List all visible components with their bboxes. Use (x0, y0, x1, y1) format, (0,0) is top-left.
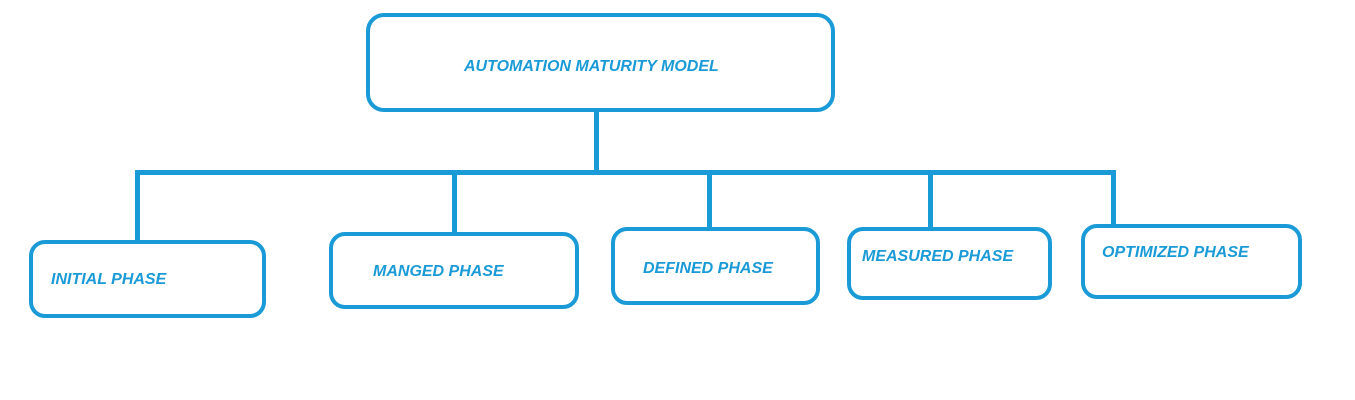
phase-node-measured: MEASURED PHASE (847, 227, 1052, 300)
phase-node-label: DEFINED PHASE (643, 260, 773, 277)
phase-node-defined: DEFINED PHASE (611, 227, 820, 305)
phase-connector-initial (135, 170, 140, 242)
phase-node-label: MANGED PHASE (373, 263, 504, 280)
phase-node-optimized: OPTIMIZED PHASE (1081, 224, 1302, 299)
phase-node-label: OPTIMIZED PHASE (1102, 244, 1249, 261)
phase-node-managed: MANGED PHASE (329, 232, 579, 309)
phase-node-initial: INITIAL PHASE (29, 240, 266, 318)
root-node: AUTOMATION MATURITY MODEL (366, 13, 835, 112)
root-node-label: AUTOMATION MATURITY MODEL (464, 58, 719, 75)
phase-connector-managed (452, 170, 457, 234)
phase-connector-optimized (1111, 170, 1116, 228)
phase-node-label: INITIAL PHASE (51, 271, 167, 288)
root-connector-vertical (594, 111, 599, 175)
horizontal-bus (135, 170, 1116, 175)
phase-connector-measured (928, 170, 933, 229)
phase-node-label: MEASURED PHASE (862, 248, 1014, 265)
phase-connector-defined (707, 170, 712, 229)
